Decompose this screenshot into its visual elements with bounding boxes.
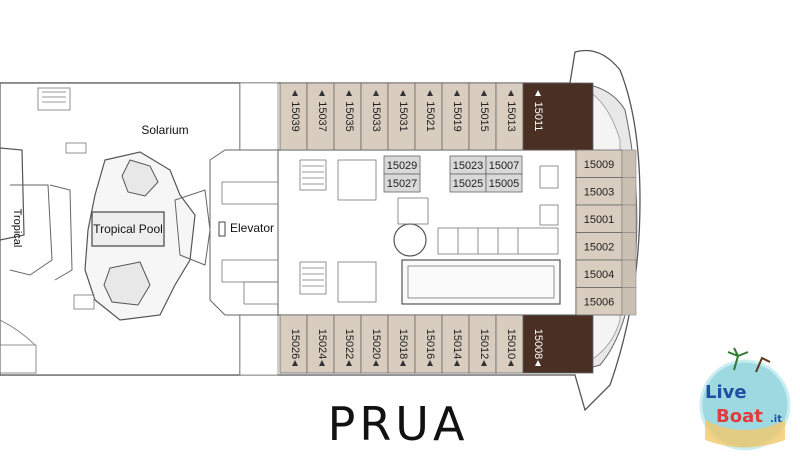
cabin-number: 15037 (316, 101, 328, 132)
cabin-15001: 15001 (575, 204, 637, 233)
cabin-marker (481, 90, 487, 96)
cabin-marker (346, 90, 352, 96)
tropical-pool-label: Tropical Pool (93, 222, 163, 236)
central-block (209, 149, 577, 316)
cabin-marker (319, 360, 325, 366)
cabin-number: 15019 (451, 101, 463, 132)
cabin-number: 15025 (453, 178, 484, 190)
cabin-number: 15010 (505, 329, 517, 360)
cabin-marker (346, 360, 352, 366)
cabin-15019: 15019 (441, 82, 470, 151)
tropical-side-label: Tropical (11, 209, 23, 248)
liveboat-logo: Live Boat .it (699, 347, 791, 451)
cabin-marker (508, 360, 514, 366)
cabin-marker (508, 90, 514, 96)
logo-text-boat: Boat (716, 406, 763, 427)
cabins-inner-block: 15029 15023 15007 15027 15025 15005 (383, 155, 523, 193)
cabin-15025: 15025 (449, 173, 487, 193)
cabin-15026: 15026 (279, 314, 308, 374)
cabin-marker (427, 360, 433, 366)
cabin-number: 15014 (451, 329, 463, 360)
cabin-number: 15035 (343, 101, 355, 132)
cabin-number: 15011 (532, 102, 544, 132)
cabin-15037: 15037 (306, 82, 335, 151)
cabin-15003: 15003 (575, 177, 637, 206)
cabin-number: 15026 (289, 329, 301, 360)
cabin-15039: 15039 (279, 82, 308, 151)
cabin-15023: 15023 (449, 155, 487, 175)
cabin-15002: 15002 (575, 232, 637, 261)
cabin-number: 15033 (370, 101, 382, 132)
cabin-number: 15002 (584, 241, 615, 253)
cabin-15018: 15018 (387, 314, 416, 374)
cabin-number: 15013 (505, 101, 517, 132)
cabin-15021: 15021 (414, 82, 443, 151)
cabin-15014: 15014 (441, 314, 470, 374)
cabin-15009: 15009 (575, 149, 637, 178)
cabin-marker (400, 90, 406, 96)
cabin-15029: 15029 (383, 155, 421, 175)
cabin-marker (373, 90, 379, 96)
cabins-right-column: 15009 15003 15001 15002 15004 15006 (575, 149, 637, 316)
cabin-marker (292, 90, 298, 96)
cabin-15010: 15010 (495, 314, 524, 374)
cabin-15031: 15031 (387, 82, 416, 151)
cabin-15022: 15022 (333, 314, 362, 374)
cabin-number: 15003 (584, 186, 615, 198)
cabin-number: 15018 (397, 329, 409, 360)
cabin-number: 15012 (478, 329, 490, 360)
cabin-number: 15009 (584, 159, 615, 171)
cabin-marker (319, 90, 325, 96)
cabin-number: 15024 (316, 329, 328, 360)
cabins-top-row: 15039 15037 15035 15033 15031 15021 15019 15015… (279, 82, 594, 151)
cabin-15005: 15005 (485, 173, 523, 193)
cabin-15015: 15015 (468, 82, 497, 151)
cabin-15007: 15007 (485, 155, 523, 175)
cabin-marker (400, 360, 406, 366)
cabin-number: 15023 (453, 160, 484, 172)
cabin-number: 15006 (584, 296, 615, 308)
cabin-number: 15027 (387, 178, 418, 190)
cabin-marker (535, 90, 541, 96)
bow-direction-label: PRUA (328, 397, 469, 451)
cabin-number: 15004 (584, 269, 615, 281)
cabin-number: 15016 (424, 329, 436, 360)
cabin-15006: 15006 (575, 287, 637, 316)
logo-text-live: Live (705, 382, 747, 403)
cabin-15033: 15033 (360, 82, 389, 151)
cabin-number: 15020 (370, 329, 382, 360)
cabin-15004: 15004 (575, 259, 637, 288)
cabin-15020: 15020 (360, 314, 389, 374)
logo-text-suffix: .it (770, 414, 782, 425)
cabin-15027: 15027 (383, 173, 421, 193)
cabin-marker (454, 90, 460, 96)
cabin-number: 15015 (478, 101, 490, 132)
cabin-number: 15008 (532, 329, 544, 360)
cabin-number: 15039 (289, 101, 301, 132)
cabin-number: 15021 (424, 101, 436, 132)
cabin-15008: 15008 (522, 314, 594, 374)
cabin-number: 15005 (489, 178, 520, 190)
cabin-marker (373, 360, 379, 366)
cabin-number: 15031 (397, 101, 409, 132)
cabin-number: 15007 (489, 160, 520, 172)
cabin-15035: 15035 (333, 82, 362, 151)
cabin-marker (481, 360, 487, 366)
cabin-marker (535, 360, 541, 366)
cabins-bottom-row: 15026 15024 15022 15020 15018 15016 15014 15012… (279, 314, 594, 374)
cabin-marker (292, 360, 298, 366)
cabin-number: 15029 (387, 160, 418, 172)
elevator-label: Elevator (230, 221, 274, 235)
cabin-15024: 15024 (306, 314, 335, 374)
cabin-15011: 15011 (522, 82, 594, 151)
cabin-15013: 15013 (495, 82, 524, 151)
cabin-marker (427, 90, 433, 96)
cabin-marker (454, 360, 460, 366)
cabin-number: 15022 (343, 329, 355, 360)
cabin-15012: 15012 (468, 314, 497, 374)
cabin-15016: 15016 (414, 314, 443, 374)
solarium-label: Solarium (141, 123, 188, 137)
cabin-number: 15001 (584, 214, 615, 226)
